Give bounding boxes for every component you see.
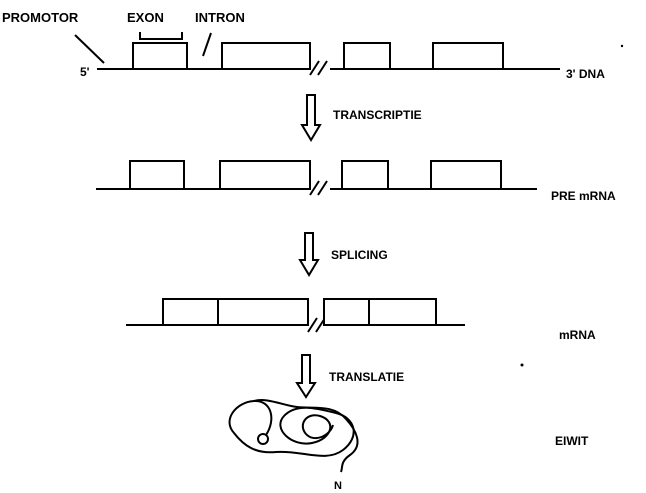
pre-mrna-exon-2 xyxy=(220,161,310,189)
dna-exon-1 xyxy=(133,43,187,69)
dna-exon-3 xyxy=(344,43,390,69)
dna-label: 3' DNA xyxy=(566,67,605,81)
protein-c-terminus xyxy=(258,434,268,444)
mrna-label: mRNA xyxy=(559,328,596,342)
intron-pointer xyxy=(203,33,211,56)
pre-mrna-strand xyxy=(96,161,537,195)
dna-exon-2 xyxy=(222,43,310,69)
pre-mrna-exon-3 xyxy=(342,161,388,189)
protein-chain xyxy=(230,400,358,472)
mrna-strand xyxy=(126,299,465,332)
scan-speck xyxy=(521,364,524,367)
five-prime-label: 5' xyxy=(80,65,90,79)
protein-label: EIWIT xyxy=(555,434,589,448)
splicing-label: SPLICING xyxy=(331,248,388,262)
translatie-label: TRANSLATIE xyxy=(329,370,404,384)
splicing-arrow xyxy=(300,233,318,275)
intron-label: INTRON xyxy=(195,10,245,25)
transcriptie-label: TRANSCRIPTIE xyxy=(333,108,422,122)
promotor-pointer xyxy=(75,35,104,63)
pre-mrna-label: PRE mRNA xyxy=(551,189,616,203)
dna-strand xyxy=(97,43,560,75)
mrna-break-mark xyxy=(308,318,317,332)
mrna-exon-2 xyxy=(218,299,308,325)
dna-break-mark xyxy=(318,61,327,75)
exon-label: EXON xyxy=(127,10,164,25)
dna-exon-4 xyxy=(433,43,503,69)
promotor-label: PROMOTOR xyxy=(2,10,79,25)
protein-loop-1 xyxy=(230,401,354,456)
n-terminus-label: N xyxy=(334,480,342,492)
translatie-arrow xyxy=(297,355,315,397)
mrna-exon-4 xyxy=(369,299,436,325)
mrna-exon-1 xyxy=(163,299,218,325)
pre-mrna-exon-1 xyxy=(130,161,184,189)
pre-mrna-exon-4 xyxy=(431,161,501,189)
transcriptie-arrow xyxy=(302,95,320,140)
mrna-exon-3 xyxy=(324,299,369,325)
exon-bracket xyxy=(140,32,182,39)
pre-mrna-break-mark xyxy=(318,181,327,195)
scan-speck xyxy=(621,45,623,47)
dna-break-mark xyxy=(310,61,319,75)
pre-mrna-break-mark xyxy=(310,181,319,195)
